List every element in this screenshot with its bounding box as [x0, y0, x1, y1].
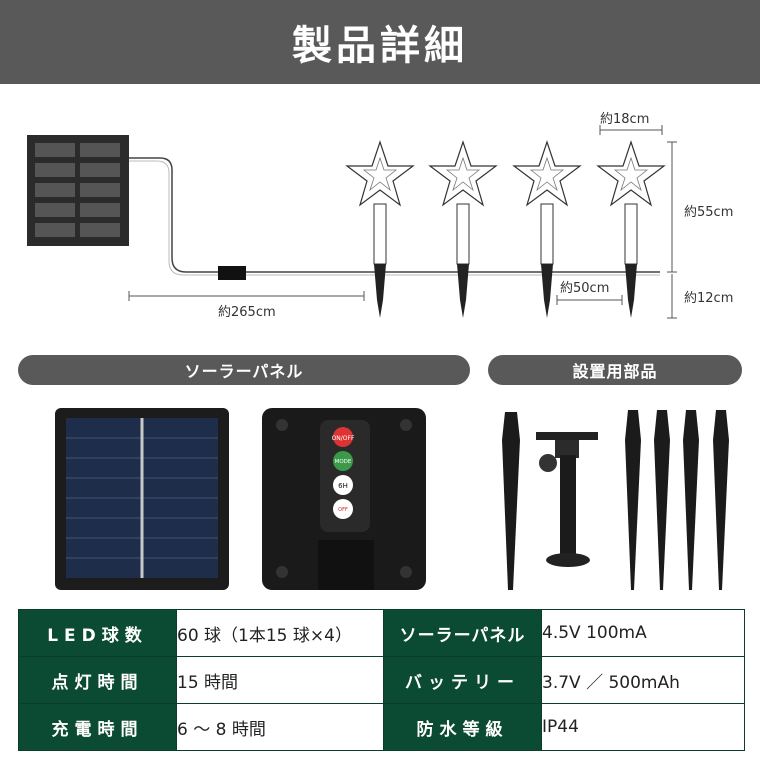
page-header: 製品詳細	[0, 0, 760, 84]
section-solar-panel-label: ソーラーパネル	[184, 362, 304, 381]
mode-button-icon[interactable]	[333, 451, 353, 471]
dim-cable-label: 約265cm	[218, 305, 276, 320]
star-stake-2	[428, 140, 498, 318]
stakes-set-image	[625, 410, 729, 590]
on-off-button-icon[interactable]	[333, 427, 353, 447]
spec-key: 点灯時間	[18, 656, 177, 704]
section-install-parts-label: 設置用部品	[572, 362, 658, 381]
spec-key: LED球数	[18, 609, 177, 657]
dim-height-label: 約55cm	[684, 205, 733, 220]
dim-spacing-label: 約50cm	[560, 281, 609, 296]
solar-panel-icon	[27, 135, 129, 246]
svg-text:ON/OFF: ON/OFF	[332, 435, 355, 442]
spec-key: ソーラーパネル	[383, 609, 542, 657]
battery-box-icon	[218, 266, 246, 280]
star-stake-3	[512, 140, 582, 318]
dim-stake-label: 約12cm	[684, 291, 733, 306]
dim-width-label: 約18cm	[600, 112, 649, 127]
spec-value: 60 球（1本15 球×4）	[176, 609, 384, 657]
solar-panel-back-image: ON/OFF MODE 6H OFF	[262, 408, 426, 590]
section-install-parts: 設置用部品	[488, 355, 742, 385]
ground-stake-image	[502, 412, 520, 590]
timer-button-icon[interactable]	[333, 475, 353, 495]
star-stake-1	[345, 140, 415, 318]
spec-value: 4.5V 100mA	[541, 609, 745, 657]
table-row: 点灯時間 15 時間 バッテリー 3.7V ／ 500mAh	[18, 656, 745, 704]
spec-value: 3.7V ／ 500mAh	[541, 656, 745, 704]
solar-panel-front-image	[55, 408, 229, 590]
spec-key: バッテリー	[383, 656, 542, 704]
table-row: LED球数 60 球（1本15 球×4） ソーラーパネル 4.5V 100mA	[18, 609, 745, 657]
product-photos: ON/OFF MODE 6H OFF	[55, 408, 729, 590]
svg-text:MODE: MODE	[335, 459, 352, 465]
spec-key: 充電時間	[18, 703, 177, 751]
product-diagram: 約18cm 約55cm 約12cm 約50cm 約265cm	[27, 112, 733, 320]
spec-table: LED球数 60 球（1本15 球×4） ソーラーパネル 4.5V 100mA …	[18, 609, 745, 751]
time-off-button-icon[interactable]	[333, 499, 353, 519]
spec-value: IP44	[541, 703, 745, 751]
svg-text:OFF: OFF	[338, 507, 348, 513]
page-title: 製品詳細	[292, 23, 468, 69]
table-row: 充電時間 6 〜 8 時間 防水等級 IP44	[18, 703, 745, 751]
spec-key: 防水等級	[383, 703, 542, 751]
star-stake-4	[596, 140, 666, 318]
spec-value: 15 時間	[176, 656, 384, 704]
svg-text:6H: 6H	[338, 482, 348, 490]
wall-mount-image	[536, 432, 598, 567]
spec-value: 6 〜 8 時間	[176, 703, 384, 751]
section-solar-panel: ソーラーパネル	[18, 355, 470, 385]
